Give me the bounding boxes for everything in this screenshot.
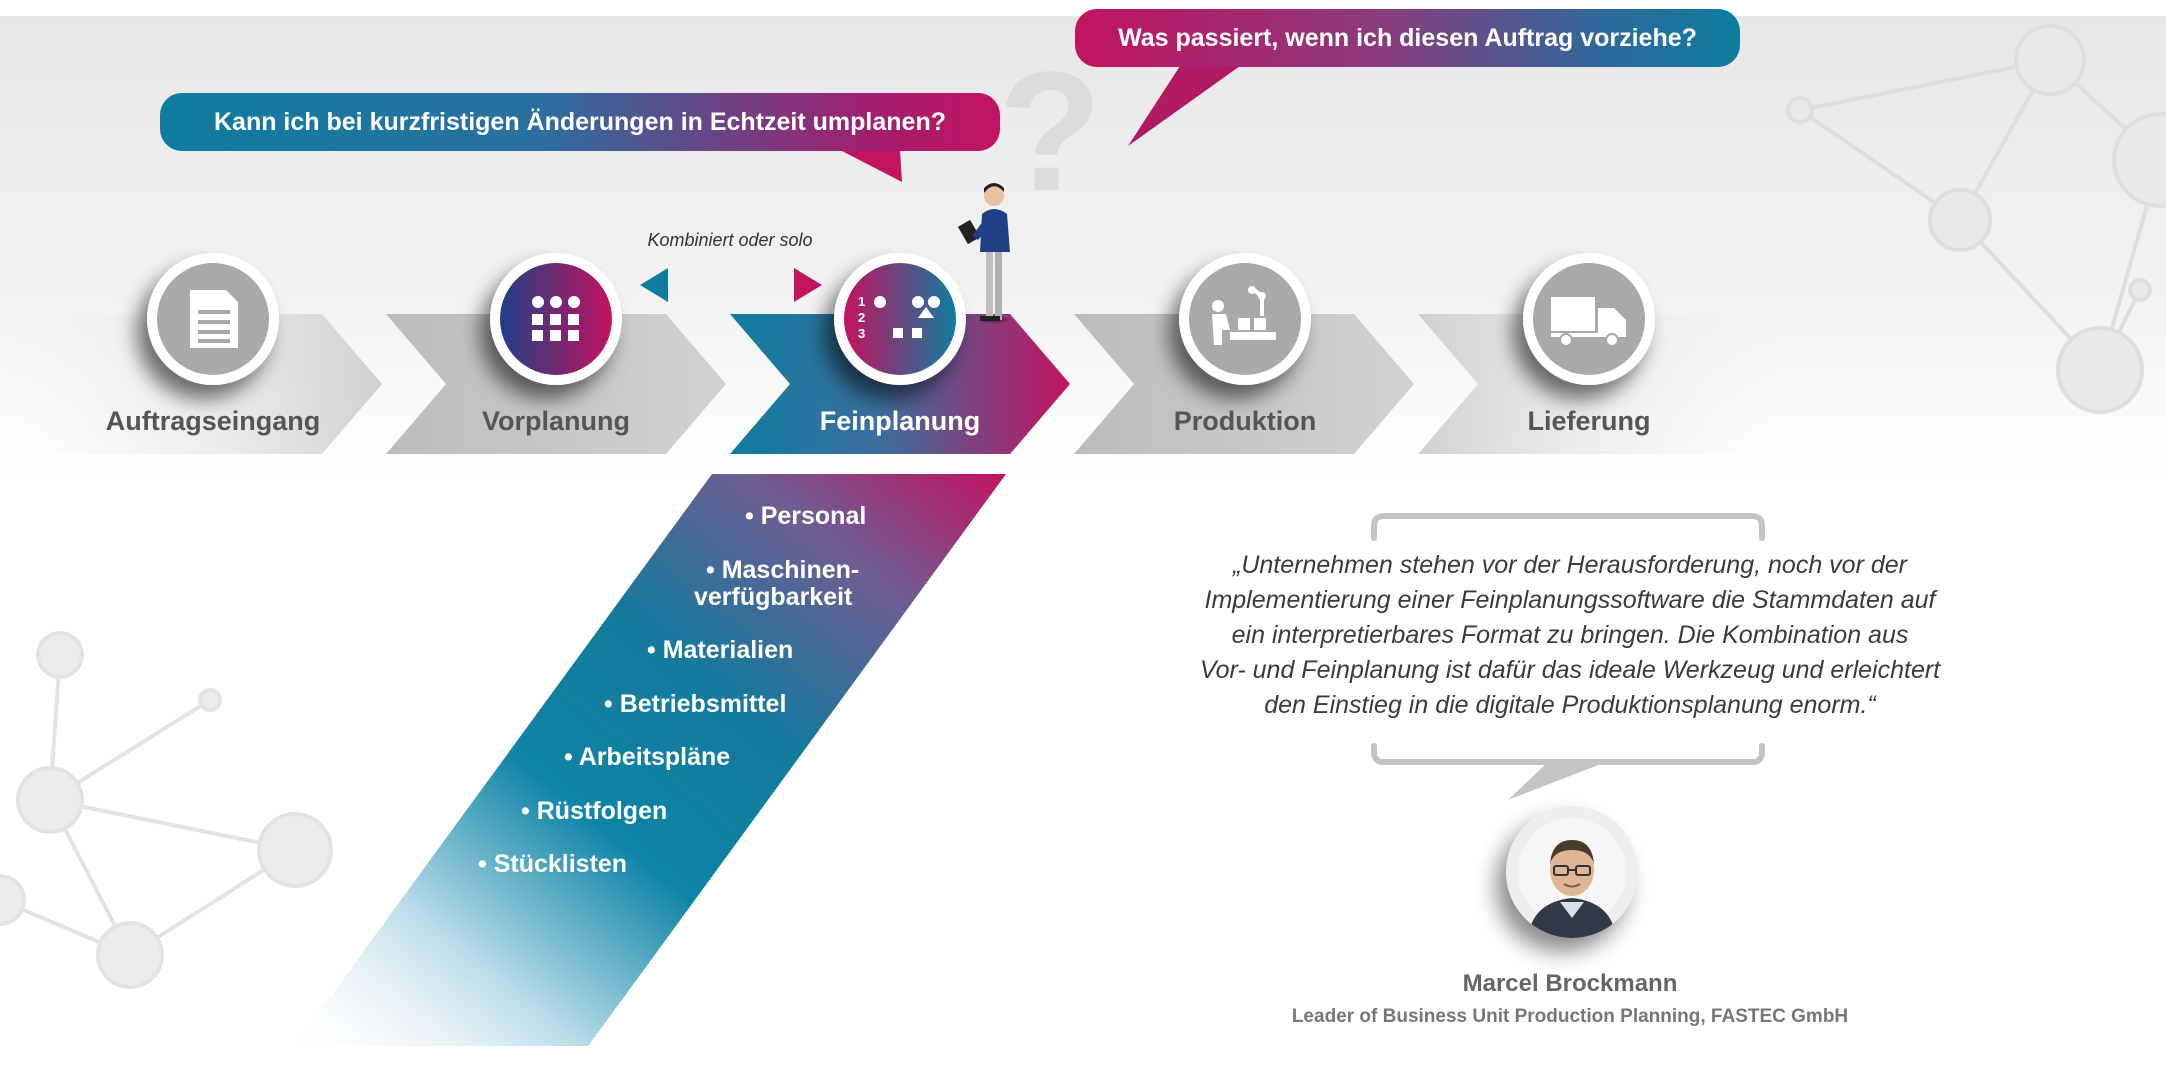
question-mark-icon: ?	[998, 37, 1102, 227]
sequence-shapes-icon: 1 2 3	[834, 253, 966, 385]
attribute-betriebsmittel: • Betriebsmittel	[604, 690, 787, 718]
attribute-ruestfolgen: • Rüstfolgen	[521, 797, 668, 825]
bubble-left-tail	[840, 150, 902, 182]
question-bubble-reorder: Was passiert, wenn ich diesen Auftrag vo…	[1075, 9, 1740, 67]
stage-label-feinplanung: Feinplanung	[819, 406, 981, 436]
attribute-stuecklisten: • Stücklisten	[478, 850, 628, 878]
quote-line: den Einstieg in die digitale Produktions…	[1264, 691, 1876, 719]
stage-label-produktion: Produktion	[1173, 406, 1317, 436]
bubble-right-tail	[1128, 66, 1240, 146]
attribute-personal: • Personal	[745, 502, 867, 530]
question-text-reorder: Was passiert, wenn ich diesen Auftrag vo…	[1118, 23, 1697, 52]
stage-label-vorplanung: Vorplanung	[482, 406, 630, 436]
document-icon	[147, 253, 279, 385]
question-text-realtime: Kann ich bei kurzfristigen Änderungen in…	[213, 107, 946, 136]
person-role: Leader of Business Unit Production Plann…	[1291, 1006, 1849, 1027]
sequence-number-2: 2	[858, 310, 865, 325]
chevron-auftragseingang	[0, 314, 382, 454]
bottom-border	[0, 1046, 2166, 1068]
quote-tail	[1508, 762, 1606, 800]
stage-icons: 1 2 3	[147, 253, 1655, 385]
stage-label-lieferung: Lieferung	[1527, 406, 1651, 436]
truck-icon	[1523, 253, 1655, 385]
sequence-number-1: 1	[858, 294, 865, 309]
person-figure-icon	[957, 183, 1010, 323]
quote-line: Implementierung einer Feinplanungssoftwa…	[1204, 586, 1936, 614]
network-decoration-left	[0, 631, 333, 989]
dots-grid-icon	[490, 253, 622, 385]
chevron-lieferung	[1418, 314, 1790, 454]
attribute-maschinen: • Maschinen-	[706, 556, 860, 584]
attribute-materialien: • Materialien	[647, 636, 794, 664]
portrait-photo	[1506, 806, 1638, 938]
connector-label: Kombiniert oder solo	[647, 230, 813, 250]
quote-line: „Unternehmen stehen vor der Herausforder…	[1233, 551, 1907, 579]
quote-text: „Unternehmen stehen vor der Herausforder…	[1160, 548, 1980, 723]
person-name: Marcel Brockmann	[1462, 970, 1678, 997]
double-arrow-icon	[640, 268, 822, 302]
stage-label-auftragseingang: Auftragseingang	[105, 406, 321, 436]
sequence-number-3: 3	[858, 326, 865, 341]
quote-line: Vor- und Feinplanung ist dafür das ideal…	[1199, 656, 1941, 684]
network-decoration-right	[1786, 24, 2166, 414]
attribute-verfuegbarkeit: verfügbarkeit	[694, 583, 853, 611]
production-line-icon	[1179, 253, 1311, 385]
avatar	[1506, 806, 1638, 938]
question-bubble-realtime: Kann ich bei kurzfristigen Änderungen in…	[160, 93, 1000, 151]
process-chevrons	[0, 314, 1790, 454]
attribute-arbeitsplaene: • Arbeitspläne	[564, 743, 731, 771]
quote-line: ein interpretierbares Format zu bringen.…	[1231, 621, 1909, 649]
attribute-band	[284, 474, 1006, 1060]
